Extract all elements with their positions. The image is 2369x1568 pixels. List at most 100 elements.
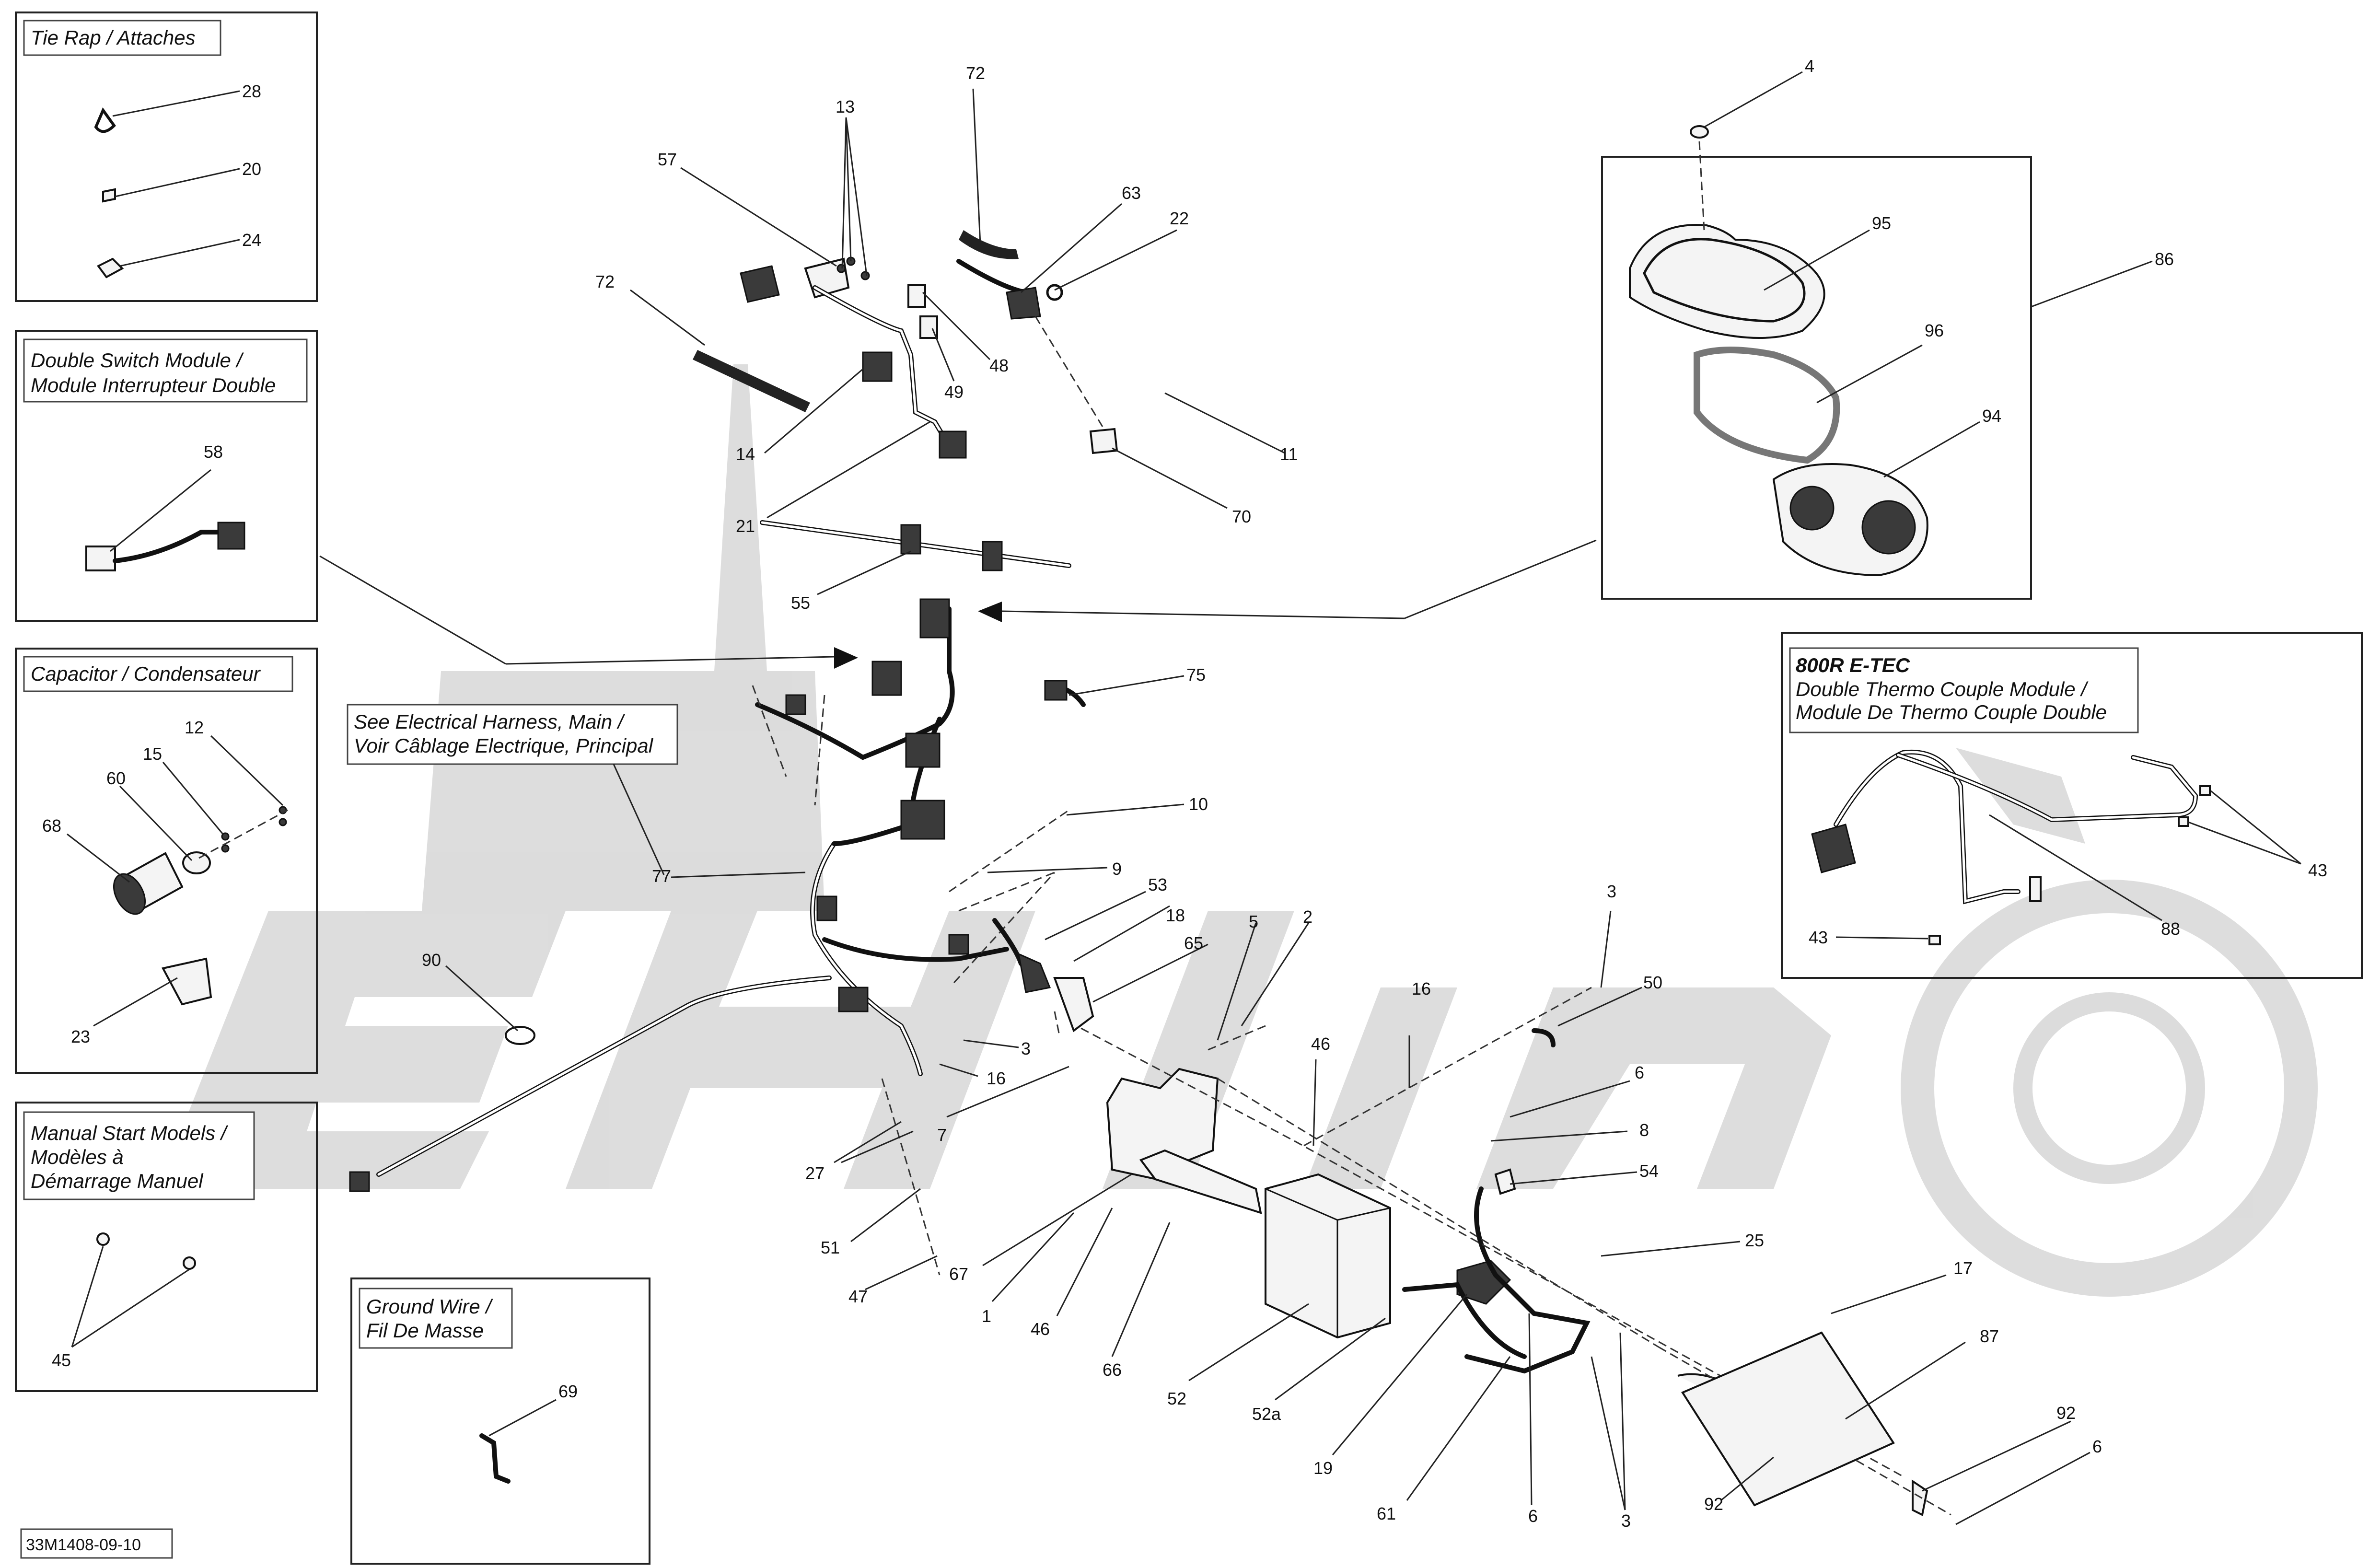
callout-15: 15 bbox=[143, 744, 162, 764]
callout-63: 63 bbox=[1122, 183, 1141, 203]
cable-clip-icon bbox=[96, 257, 124, 279]
callout-3b: 3 bbox=[1621, 1511, 1631, 1531]
callout-52a: 52a bbox=[1252, 1404, 1281, 1424]
callout-23: 23 bbox=[71, 1027, 90, 1046]
inset-title-line1: Ground Wire / bbox=[366, 1295, 493, 1318]
callout-46b: 46 bbox=[1031, 1319, 1050, 1339]
inset-title-line2: Module Interrupteur Double bbox=[31, 374, 276, 396]
callout-57: 57 bbox=[658, 150, 677, 169]
callout-6b: 6 bbox=[2092, 1437, 2102, 1456]
gauge-cluster-icon bbox=[1629, 224, 1928, 577]
callout-46: 46 bbox=[1311, 1034, 1330, 1054]
main-callouts: 13 72 57 63 22 72 48 49 14 21 11 70 55 7… bbox=[422, 63, 2102, 1531]
callout-7: 7 bbox=[937, 1125, 947, 1145]
inset-double-switch: Double Switch Module / Module Interrupte… bbox=[15, 330, 318, 622]
capacitor-icon bbox=[113, 851, 211, 915]
callout-3: 3 bbox=[1607, 882, 1616, 901]
callout-22: 22 bbox=[1170, 209, 1189, 228]
callout-11: 11 bbox=[1280, 444, 1298, 464]
callout-72b: 72 bbox=[595, 272, 615, 291]
callout-50: 50 bbox=[1643, 973, 1662, 992]
callout-16: 16 bbox=[1412, 979, 1431, 999]
callout-47: 47 bbox=[848, 1287, 868, 1306]
inset-capacitor: Capacitor / Condensateur 12 15 60 68 23 bbox=[15, 648, 318, 1074]
callout-67: 67 bbox=[949, 1264, 968, 1284]
callout-48: 48 bbox=[989, 356, 1009, 375]
inset-title-line2: Modèles à bbox=[31, 1146, 124, 1168]
drawing-code-text: 33M1408-09-10 bbox=[26, 1536, 141, 1554]
thermo-module-icon bbox=[1811, 749, 2211, 945]
callout-68: 68 bbox=[42, 816, 61, 836]
callout-72: 72 bbox=[966, 63, 985, 83]
callout-92: 92 bbox=[2056, 1403, 2076, 1423]
callout-94: 94 bbox=[1982, 406, 2001, 426]
callout-8: 8 bbox=[1639, 1120, 1649, 1140]
callout-87: 87 bbox=[1980, 1326, 1999, 1346]
inset-ground-wire: Ground Wire / Fil De Masse 69 bbox=[350, 1278, 650, 1565]
callout-90: 90 bbox=[422, 950, 441, 970]
callout-3c: 3 bbox=[1021, 1039, 1031, 1058]
battery-area bbox=[752, 685, 1951, 1516]
inset-thermo: 800R E-TEC Double Thermo Couple Module /… bbox=[1781, 632, 2363, 979]
callout-18: 18 bbox=[1166, 906, 1185, 925]
callout-96: 96 bbox=[1925, 321, 1944, 340]
callout-49: 49 bbox=[944, 382, 964, 402]
callout-58: 58 bbox=[204, 442, 223, 462]
switch-module-icon bbox=[85, 522, 245, 571]
callout-88: 88 bbox=[2161, 919, 2180, 939]
inset-tie-rap: Tie Rap / Attaches 28 20 24 bbox=[15, 12, 318, 302]
callout-75: 75 bbox=[1186, 665, 1206, 685]
callout-95: 95 bbox=[1872, 213, 1891, 233]
push-clip-icon bbox=[102, 188, 116, 203]
battery-icon bbox=[1265, 1173, 1391, 1339]
upper-switch-assembly bbox=[693, 230, 1285, 459]
callout-69: 69 bbox=[558, 1382, 578, 1401]
callout-6: 6 bbox=[1635, 1063, 1644, 1082]
solenoid-icon bbox=[1456, 1260, 1511, 1305]
callout-55: 55 bbox=[791, 593, 810, 613]
callout-43: 43 bbox=[2308, 860, 2327, 880]
callout-19: 19 bbox=[1313, 1458, 1333, 1478]
callout-66: 66 bbox=[1103, 1360, 1122, 1380]
callout-43b: 43 bbox=[1809, 928, 1828, 947]
callout-13: 13 bbox=[836, 97, 855, 116]
ground-wire-icon bbox=[479, 1433, 511, 1484]
callout-53: 53 bbox=[1148, 875, 1167, 894]
callout-20: 20 bbox=[242, 159, 261, 179]
inset-title-line2: Fil De Masse bbox=[366, 1319, 484, 1342]
callout-24: 24 bbox=[242, 230, 261, 250]
callout-61: 61 bbox=[1377, 1504, 1396, 1523]
inset-title-line3: Module De Thermo Couple Double bbox=[1796, 701, 2107, 723]
callout-1: 1 bbox=[982, 1306, 991, 1326]
callout-14: 14 bbox=[736, 444, 755, 464]
callout-25: 25 bbox=[1745, 1231, 1764, 1250]
watermark bbox=[158, 364, 2318, 1297]
inset-title-line2: Double Thermo Couple Module / bbox=[1796, 678, 2089, 700]
inset-gauge: 4 95 86 96 94 bbox=[1601, 56, 2174, 600]
callout-45: 45 bbox=[52, 1350, 71, 1370]
callout-16b: 16 bbox=[987, 1069, 1006, 1088]
callout-5: 5 bbox=[1249, 912, 1258, 931]
inset-title-line1: Double Switch Module / bbox=[31, 349, 244, 372]
callout-60: 60 bbox=[106, 768, 126, 788]
callout-27: 27 bbox=[805, 1163, 825, 1183]
callout-6c: 6 bbox=[1528, 1506, 1538, 1526]
callout-54: 54 bbox=[1639, 1161, 1659, 1181]
callout-51: 51 bbox=[821, 1238, 840, 1257]
callout-70: 70 bbox=[1232, 507, 1251, 526]
callout-86: 86 bbox=[2155, 249, 2174, 269]
inset-title-line1: Manual Start Models / bbox=[31, 1122, 229, 1144]
callout-2: 2 bbox=[1303, 907, 1312, 927]
note-harness-main: See Electrical Harness, Main / Voir Câbl… bbox=[347, 704, 678, 875]
callout-77: 77 bbox=[652, 866, 671, 886]
callout-92b: 92 bbox=[1704, 1494, 1723, 1514]
callout-10: 10 bbox=[1189, 794, 1208, 814]
inset-title: Tie Rap / Attaches bbox=[31, 26, 196, 49]
inset-title-line1: 800R E-TEC bbox=[1796, 654, 1910, 676]
drawing-code: 33M1408-09-10 bbox=[20, 1528, 173, 1559]
note-line2: Voir Câblage Electrique, Principal bbox=[354, 734, 654, 757]
tie-wrap-icon bbox=[94, 107, 116, 133]
callout-65: 65 bbox=[1184, 933, 1203, 953]
callout-21: 21 bbox=[736, 516, 755, 536]
